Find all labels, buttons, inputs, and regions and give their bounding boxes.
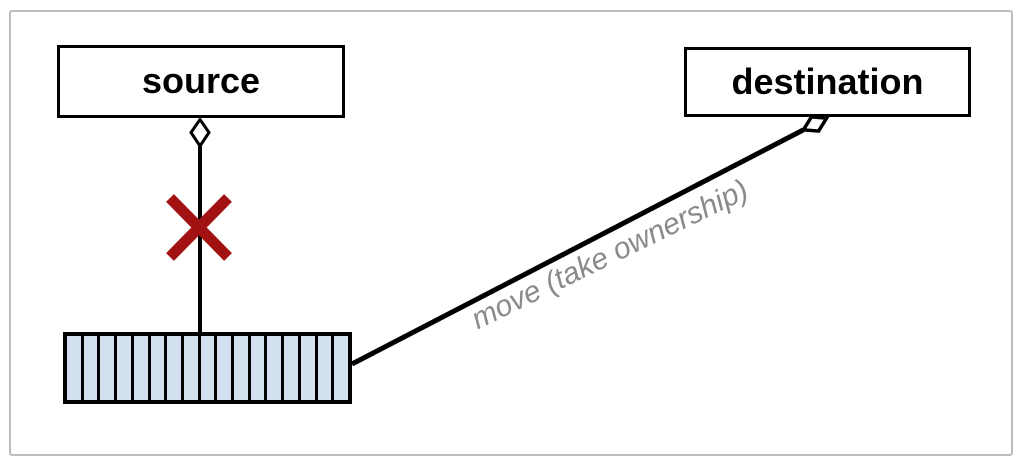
- destination-box-label: destination: [731, 61, 924, 102]
- vector: [63, 332, 352, 404]
- source-box-label: source: [141, 60, 261, 101]
- vector-cell: [200, 336, 218, 400]
- vector-cell: [100, 336, 118, 400]
- vector-cell: [150, 336, 168, 400]
- vector-cell: [67, 336, 84, 400]
- vector-cell: [250, 336, 268, 400]
- vector-cell: [300, 336, 318, 400]
- destination-box: destination: [684, 47, 971, 117]
- vector-cell: [267, 336, 285, 400]
- vector-cell: [217, 336, 235, 400]
- vector-cell: [317, 336, 335, 400]
- vector-cell: [183, 336, 201, 400]
- vector-cell: [334, 336, 348, 400]
- vector-cell: [284, 336, 301, 400]
- vector-cell: [117, 336, 134, 400]
- vector-cell: [83, 336, 101, 400]
- vector-cell: [133, 336, 151, 400]
- vector-cell: [167, 336, 184, 400]
- source-box: source: [57, 45, 345, 118]
- vector-cell: [234, 336, 251, 400]
